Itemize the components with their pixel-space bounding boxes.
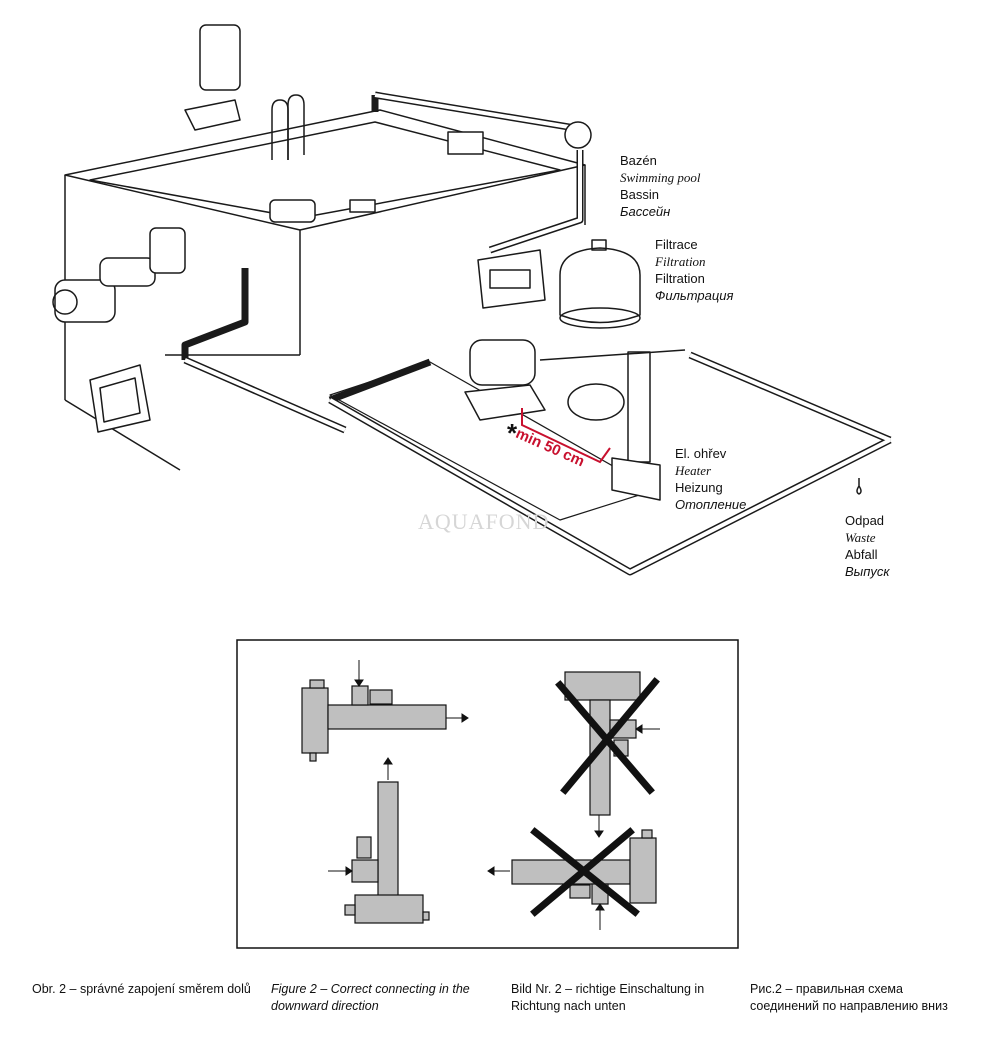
ladder bbox=[271, 94, 305, 160]
correct-layout-1 bbox=[301, 679, 447, 762]
control-box bbox=[89, 364, 151, 433]
cross-mark-2 bbox=[530, 827, 640, 917]
label-filtration: Filtrace Filtration Filtration Фильтраци… bbox=[655, 237, 734, 303]
waste-drop bbox=[856, 478, 862, 495]
label-heater: El. ohřev Heater Heizung Отопление bbox=[675, 446, 747, 512]
cross-mark-1 bbox=[555, 677, 660, 795]
drain bbox=[349, 199, 376, 213]
caption-ru: Рис.2 – правильная схема соединений по н… bbox=[750, 982, 948, 1013]
min-distance-marker bbox=[521, 408, 611, 464]
heater-unit bbox=[539, 349, 686, 501]
distance-star: * bbox=[507, 418, 518, 448]
filter-tank bbox=[559, 239, 641, 329]
caption-en: Figure 2 – Correct connecting in the dow… bbox=[271, 982, 470, 1013]
caption-de: Bild Nr. 2 – richtige Einschaltung in Ri… bbox=[511, 982, 705, 1013]
pool-robot bbox=[269, 199, 316, 223]
watermark: AQUAFOND bbox=[418, 509, 550, 534]
filter-pump bbox=[464, 339, 625, 421]
pump bbox=[52, 227, 186, 323]
correct-layout-2 bbox=[344, 781, 430, 924]
caption-cz: Obr. 2 – správné zapojení směrem dolů bbox=[32, 982, 251, 996]
label-pool: Bazén Swimming pool Bassin Бассейн bbox=[620, 153, 701, 219]
cleaner-trolley bbox=[184, 24, 241, 131]
label-waste: Odpad Waste Abfall Выпуск bbox=[845, 513, 890, 579]
filtration-controller bbox=[477, 249, 546, 309]
cover-reel bbox=[564, 121, 592, 149]
skimmer bbox=[447, 131, 484, 155]
